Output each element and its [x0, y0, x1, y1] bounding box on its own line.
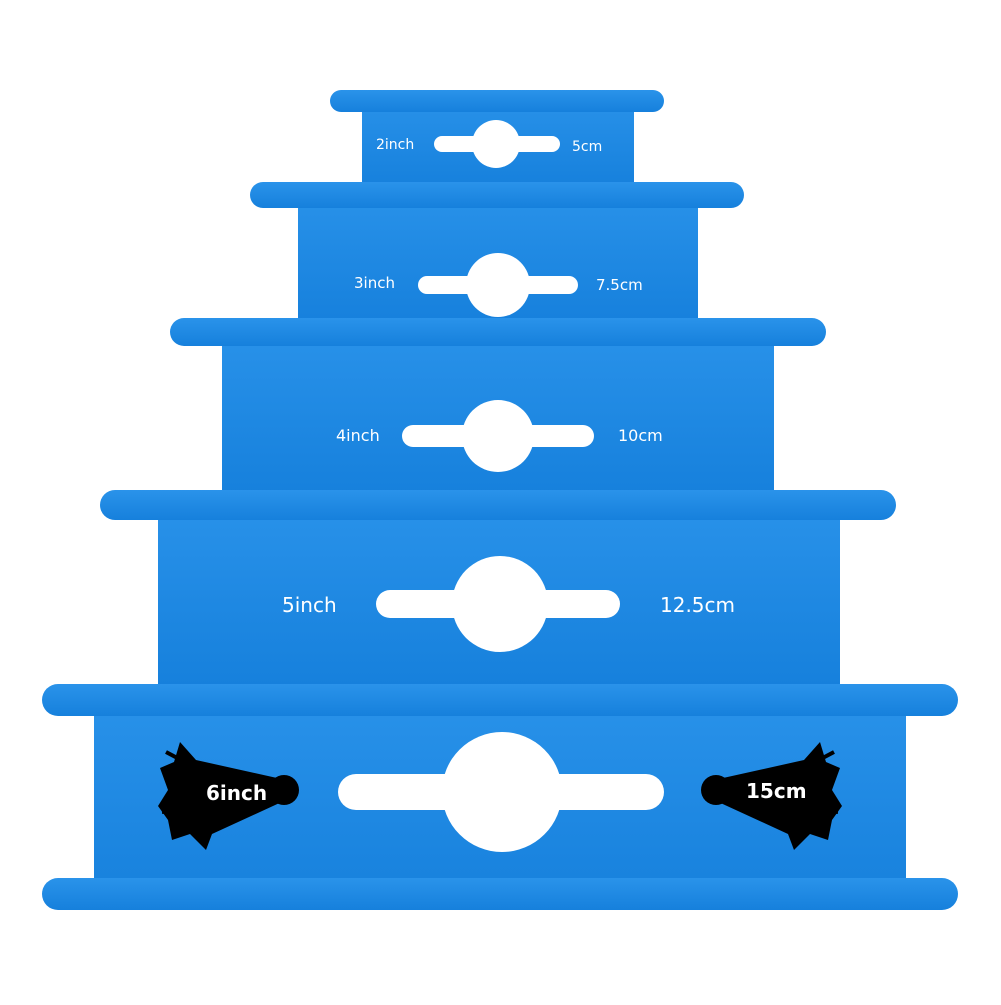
slot-2inch [434, 120, 560, 168]
label-6inch: 6inch [206, 781, 267, 805]
label-5cm: 5cm [572, 139, 602, 155]
label-3inch: 3inch [354, 274, 395, 292]
slot-6inch [338, 732, 664, 852]
slot-4inch [402, 400, 594, 472]
label-12-5cm: 12.5cm [660, 593, 735, 617]
label-15cm: 15cm [746, 779, 807, 803]
label-4inch: 4inch [336, 426, 380, 445]
slot-3inch [418, 253, 578, 317]
label-5inch: 5inch [282, 593, 337, 617]
label-7-5cm: 7.5cm [596, 276, 643, 294]
slot-5inch [376, 556, 620, 652]
tassel-icon [158, 742, 842, 850]
slot-cutouts [338, 120, 664, 852]
size-labels: 2inch 5cm 3inch 7.5cm 4inch 10cm 5inch 1… [206, 137, 807, 805]
label-2inch: 2inch [376, 137, 414, 153]
label-10cm: 10cm [618, 426, 663, 445]
